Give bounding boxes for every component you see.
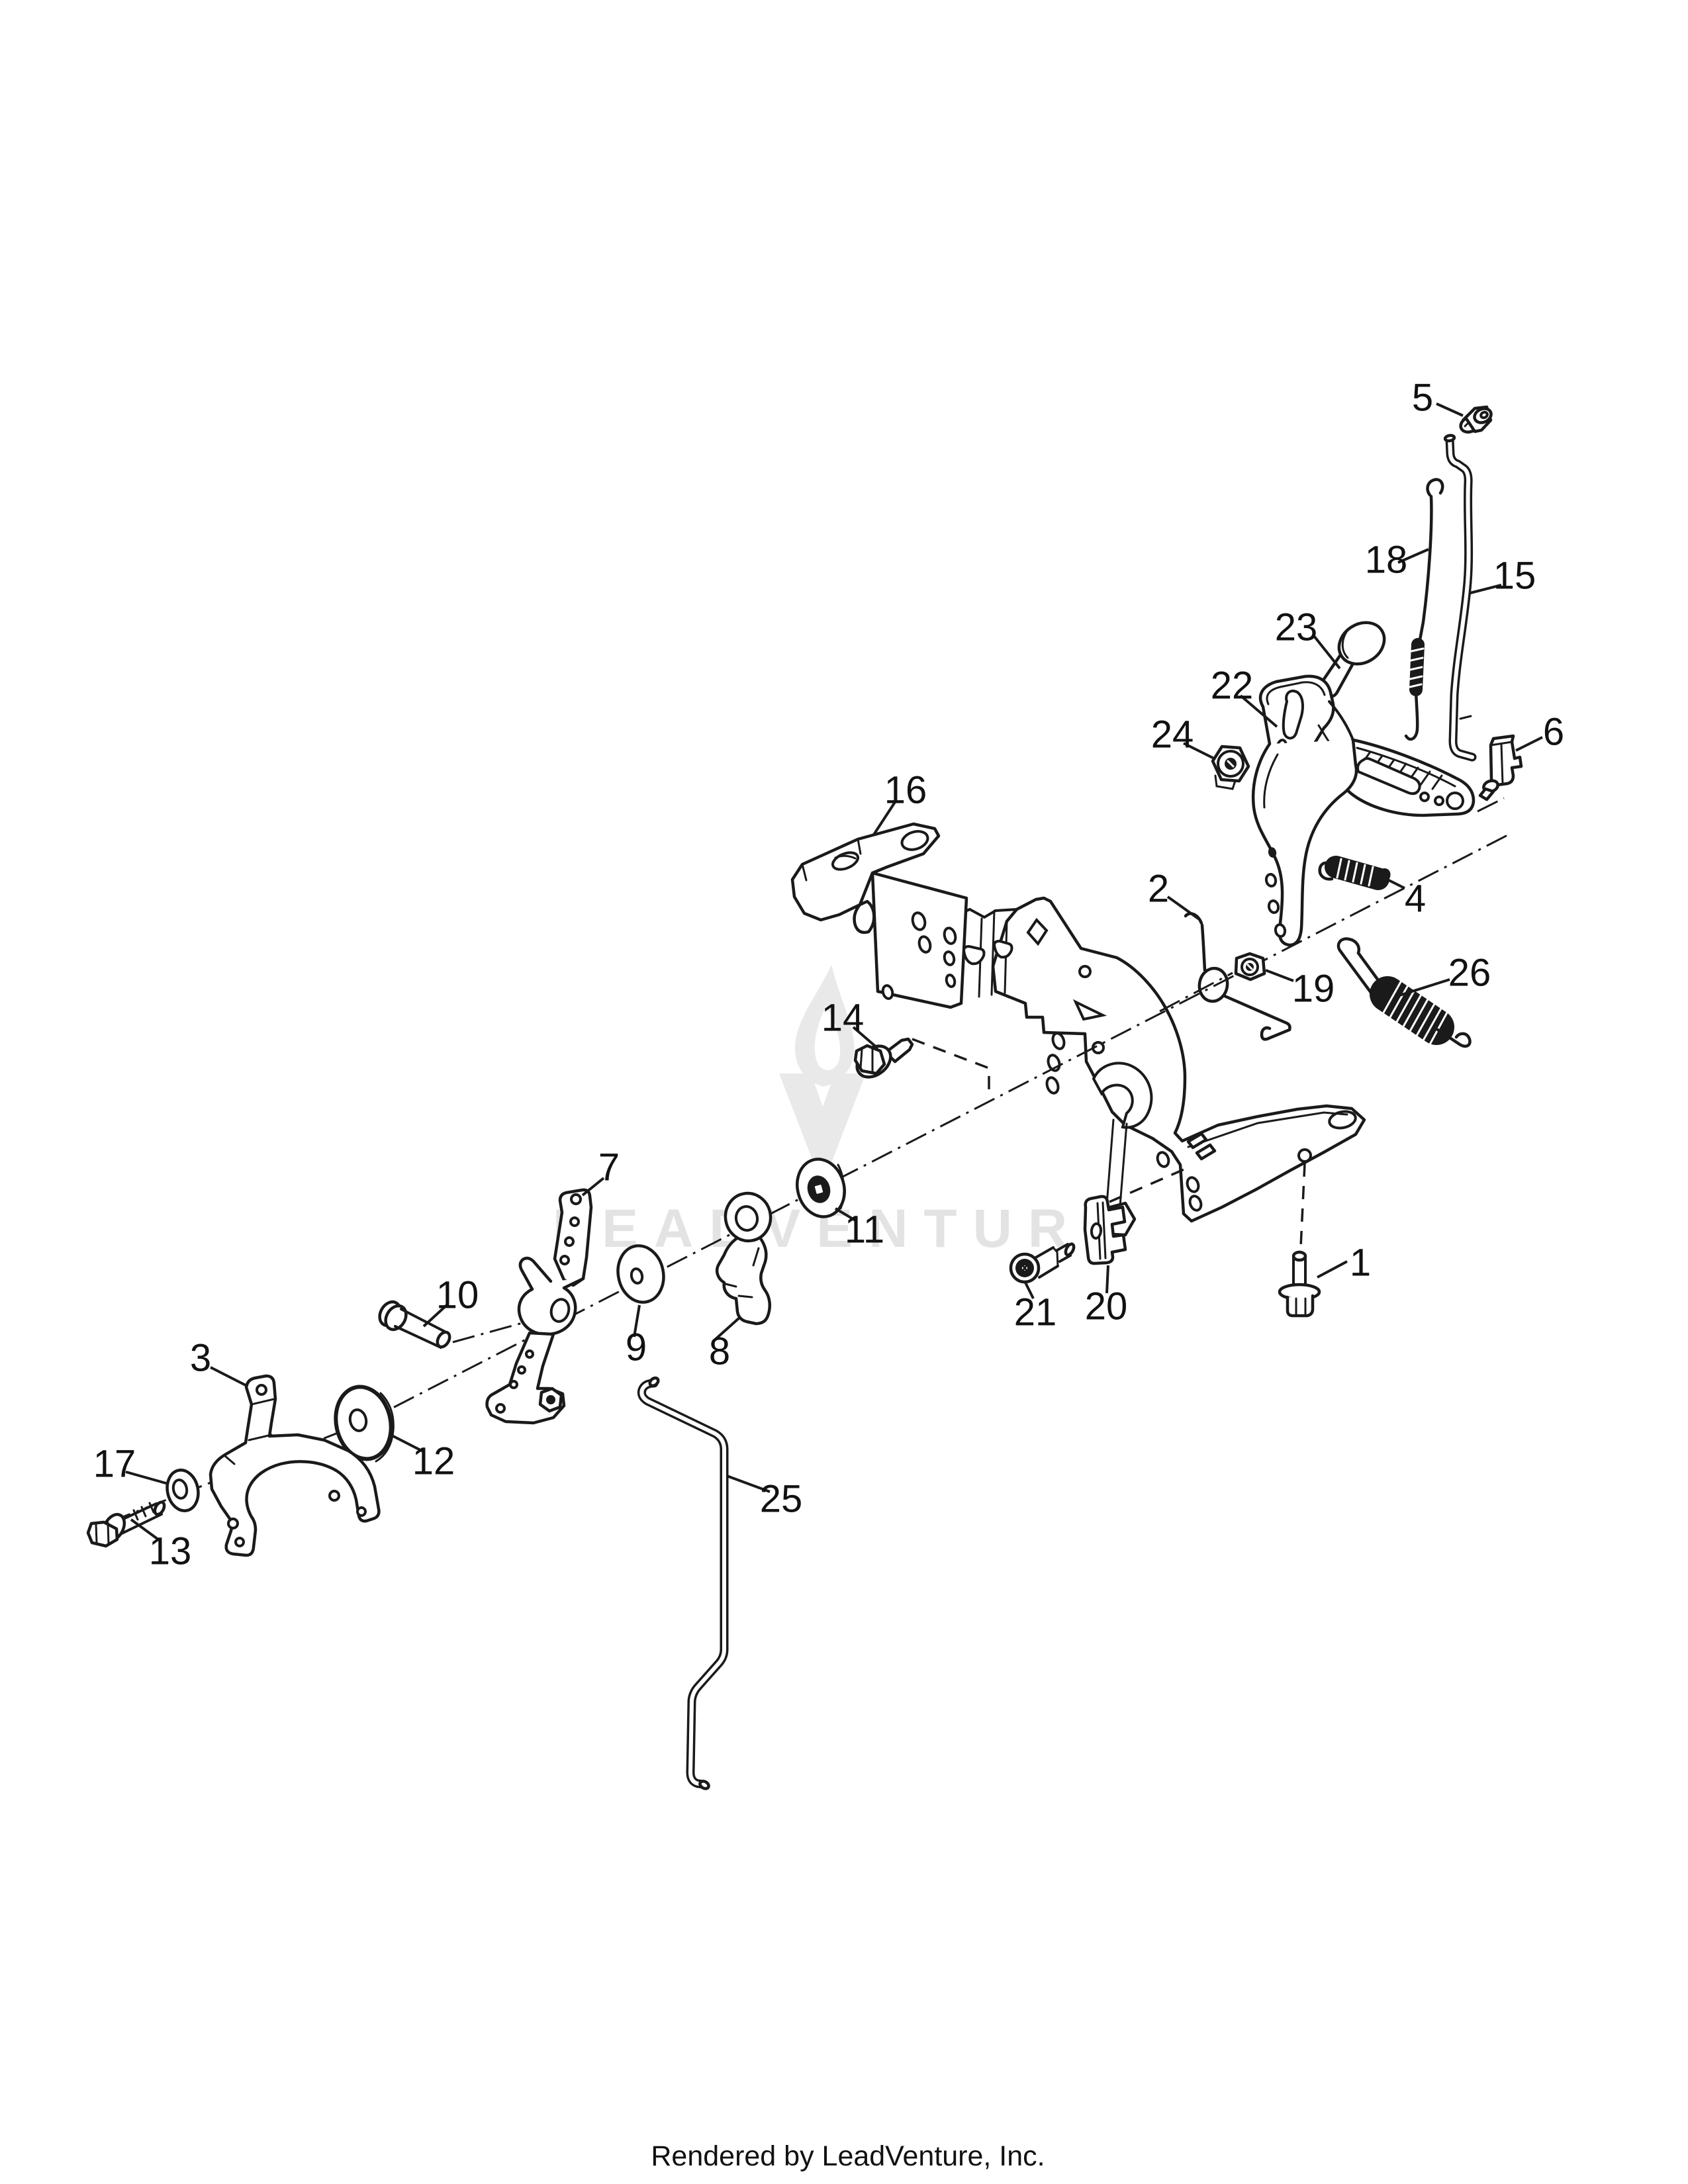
callout-number-22: 22 <box>1211 664 1254 707</box>
part-3-bracket <box>209 1374 381 1557</box>
callout-number-1: 1 <box>1350 1242 1371 1285</box>
leader-line-5 <box>1436 402 1464 417</box>
callout-number-21: 21 <box>1014 1291 1057 1334</box>
watermark-logo <box>779 965 866 1163</box>
leader-line-13 <box>130 1518 162 1543</box>
leader-line-12 <box>390 1433 425 1453</box>
callout-number-20: 20 <box>1085 1285 1128 1328</box>
part-10-clevis-pin <box>378 1300 451 1349</box>
leader-line-8 <box>712 1317 740 1342</box>
part-11-washer <box>796 1158 846 1218</box>
part-22-control-lever <box>1251 674 1476 947</box>
callout-number-12: 12 <box>412 1440 455 1483</box>
part-17-washer <box>165 1469 200 1512</box>
part-21-shoulder-bolt <box>1009 1242 1076 1284</box>
callout-layer: 1234567891011121314151617181920212223242… <box>93 377 1564 1573</box>
leader-line-23 <box>1313 635 1341 670</box>
callout-number-23: 23 <box>1275 606 1318 649</box>
leader-line-10 <box>422 1303 449 1328</box>
part-16-main-bracket <box>790 822 1366 1237</box>
part-7-pivot-bracket <box>485 1188 593 1425</box>
callout-number-2: 2 <box>1148 868 1169 911</box>
leader-line-2 <box>1166 895 1201 921</box>
leader-line-18 <box>1397 548 1429 564</box>
leader-line-26 <box>1395 978 1450 998</box>
callout-number-18: 18 <box>1365 539 1408 582</box>
part-19-hex-nut <box>1234 952 1266 981</box>
part-13-flange-bolt <box>86 1500 166 1548</box>
part-25-control-rod <box>637 1376 729 1790</box>
callout-number-10: 10 <box>436 1274 479 1317</box>
part-15-control-rod <box>1443 433 1477 762</box>
callout-number-3: 3 <box>190 1337 211 1380</box>
callout-number-8: 8 <box>709 1330 730 1373</box>
leader-line-3 <box>210 1366 248 1387</box>
callout-number-9: 9 <box>626 1326 647 1369</box>
leader-line-4 <box>1385 878 1405 889</box>
leader-line-6 <box>1515 736 1543 752</box>
callout-number-14: 14 <box>821 997 865 1040</box>
part-14-flange-bolt <box>853 1037 914 1079</box>
callout-number-15: 15 <box>1493 555 1536 598</box>
part-1-shoulder-bolt <box>1278 1250 1321 1318</box>
callout-number-17: 17 <box>93 1443 136 1486</box>
part-4-spring <box>1318 856 1391 890</box>
leader-line-9 <box>633 1304 641 1338</box>
part-9-washer <box>616 1244 665 1304</box>
callout-number-5: 5 <box>1412 377 1433 420</box>
part-2-wire-link <box>1184 912 1291 1041</box>
part-26-extension-spring <box>1336 937 1472 1048</box>
part-18-spring <box>1404 478 1444 741</box>
part-8-lever-link <box>716 1191 773 1326</box>
leader-line-22 <box>1239 694 1278 728</box>
leader-line-7 <box>581 1177 605 1197</box>
callout-number-24: 24 <box>1151 713 1194 756</box>
part-20-clip-nut <box>1083 1195 1127 1265</box>
callout-number-13: 13 <box>149 1530 192 1573</box>
leader-line-24 <box>1183 742 1215 760</box>
callout-number-16: 16 <box>884 769 927 812</box>
callout-number-19: 19 <box>1292 968 1335 1011</box>
leader-line-15 <box>1470 584 1502 594</box>
leader-line-20 <box>1105 1265 1109 1294</box>
leader-line-14 <box>852 1026 879 1050</box>
leader-line-16 <box>872 801 896 836</box>
leader-line-1 <box>1317 1260 1348 1279</box>
footer-credit: Rendered by LeadVenture, Inc. <box>651 2140 1045 2172</box>
callout-number-25: 25 <box>760 1478 803 1521</box>
part-12-washer <box>334 1385 395 1463</box>
leader-line-21 <box>1024 1282 1035 1299</box>
callout-number-4: 4 <box>1405 878 1426 921</box>
part-24-flange-nut <box>1211 745 1250 790</box>
leader-line-11 <box>834 1207 857 1222</box>
callout-number-11: 11 <box>845 1208 884 1251</box>
callout-number-26: 26 <box>1448 952 1491 995</box>
part-6-cable-clip <box>1478 734 1523 801</box>
callout-number-7: 7 <box>598 1146 620 1189</box>
leader-line-19 <box>1265 969 1294 982</box>
leader-line-17 <box>125 1471 169 1485</box>
callout-number-6: 6 <box>1543 711 1564 754</box>
leader-line-25 <box>726 1475 771 1493</box>
part-5-screw <box>1459 405 1493 434</box>
